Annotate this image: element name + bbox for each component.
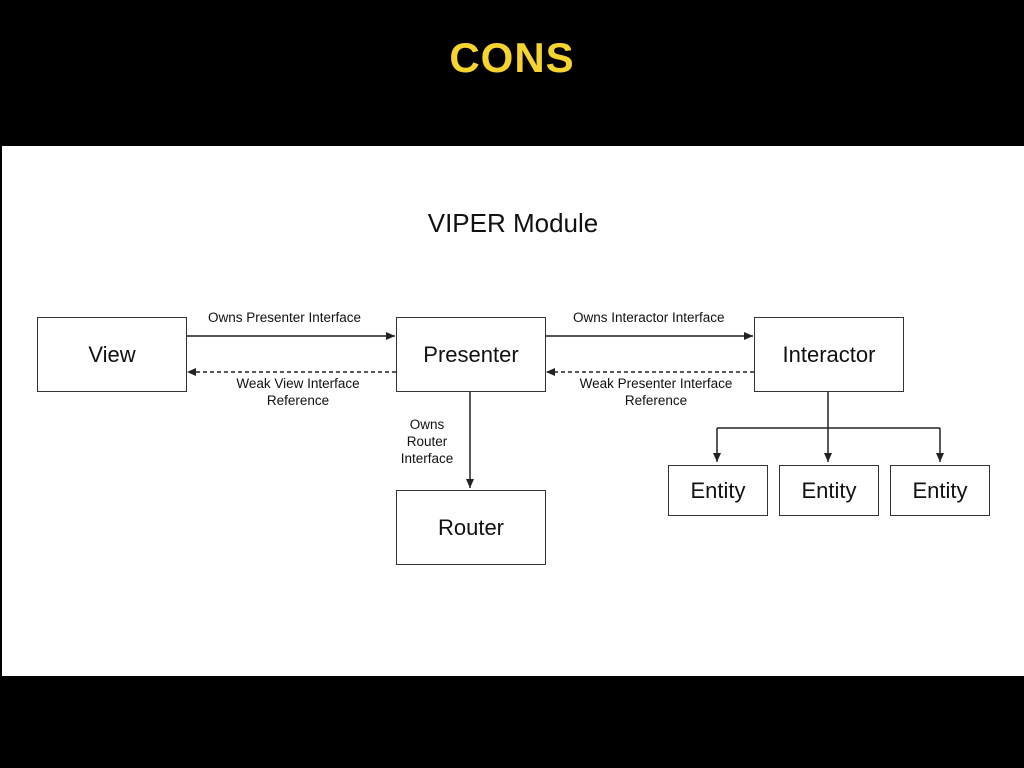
label-weak-presenter-line1: Weak Presenter Interface <box>579 376 733 391</box>
label-owns-router-line1: Owns <box>409 417 445 432</box>
diagram-canvas: VIPER Module View Presenter Interactor R… <box>2 146 1024 676</box>
label-owns-presenter: Owns Presenter Interface <box>208 310 362 325</box>
node-router: Router <box>396 490 546 565</box>
slide-title: CONS <box>449 34 575 81</box>
label-weak-presenter: Weak Presenter Interface Reference <box>569 375 743 409</box>
label-weak-view: Weak View Interface Reference <box>228 375 368 409</box>
diagram-connectors <box>186 332 944 488</box>
label-weak-view-line2: Reference <box>266 393 330 408</box>
label-owns-router: Owns Router Interface <box>394 416 460 467</box>
label-owns-interactor: Owns Interactor Interface <box>573 310 725 325</box>
node-view: View <box>37 317 187 392</box>
node-entity-3: Entity <box>890 465 990 516</box>
node-interactor: Interactor <box>754 317 904 392</box>
node-entity-2: Entity <box>779 465 879 516</box>
node-entity-1: Entity <box>668 465 768 516</box>
diagram-title: VIPER Module <box>427 208 599 238</box>
node-presenter: Presenter <box>396 317 546 392</box>
label-owns-router-line2: Router <box>406 434 448 449</box>
label-weak-view-line1: Weak View Interface <box>236 376 360 391</box>
label-owns-router-line3: Interface <box>400 451 454 466</box>
label-weak-presenter-line2: Reference <box>624 393 688 408</box>
